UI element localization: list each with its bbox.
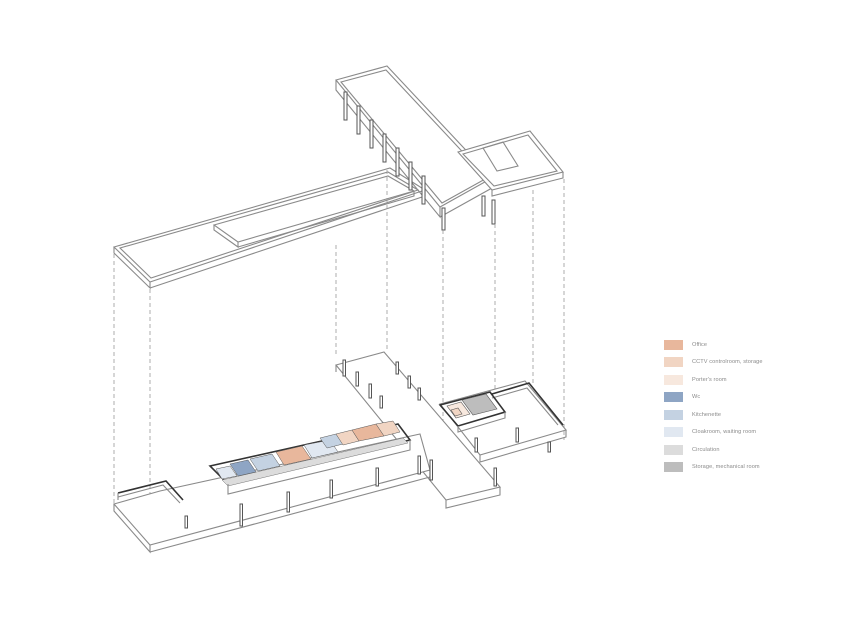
legend-item-storage: Storage, mechanical room [664, 459, 854, 477]
ground-floor-layer [113, 351, 567, 554]
roof-layer [112, 65, 564, 290]
projection-lines [113, 170, 565, 545]
legend-item-porter: Porter's room [664, 371, 854, 389]
legend-label: Office [692, 341, 708, 348]
legend-label: Cloakroom, waiting room [692, 429, 757, 436]
legend: Office CCTV controlroom, storage Porter'… [664, 336, 854, 476]
legend-item-office: Office [664, 336, 854, 354]
legend-swatch [664, 357, 683, 368]
legend-label: Storage, mechanical room [692, 464, 760, 471]
legend-item-circulation: Circulation [664, 441, 854, 459]
legend-item-cloakroom: Cloakroom, waiting room [664, 424, 854, 442]
legend-item-kitchenette: Kitchenette [664, 406, 854, 424]
legend-item-wc: Wc [664, 389, 854, 407]
legend-label: Kitchenette [692, 411, 722, 418]
legend-swatch [664, 444, 683, 455]
legend-label: Porter's room [692, 376, 727, 383]
legend-swatch [664, 427, 683, 438]
main-building-plan [208, 420, 412, 495]
legend-item-cctv: CCTV controlroom, storage [664, 354, 854, 372]
roof-columns [343, 91, 496, 231]
legend-swatch [664, 392, 683, 403]
legend-label: Wc [692, 394, 701, 401]
ground-columns [184, 359, 551, 529]
legend-swatch [664, 462, 683, 473]
legend-swatch [664, 374, 683, 385]
legend-swatch [664, 339, 683, 350]
legend-label: CCTV controlroom, storage [692, 359, 763, 366]
legend-label: Circulation [692, 446, 720, 453]
legend-swatch [664, 409, 683, 420]
